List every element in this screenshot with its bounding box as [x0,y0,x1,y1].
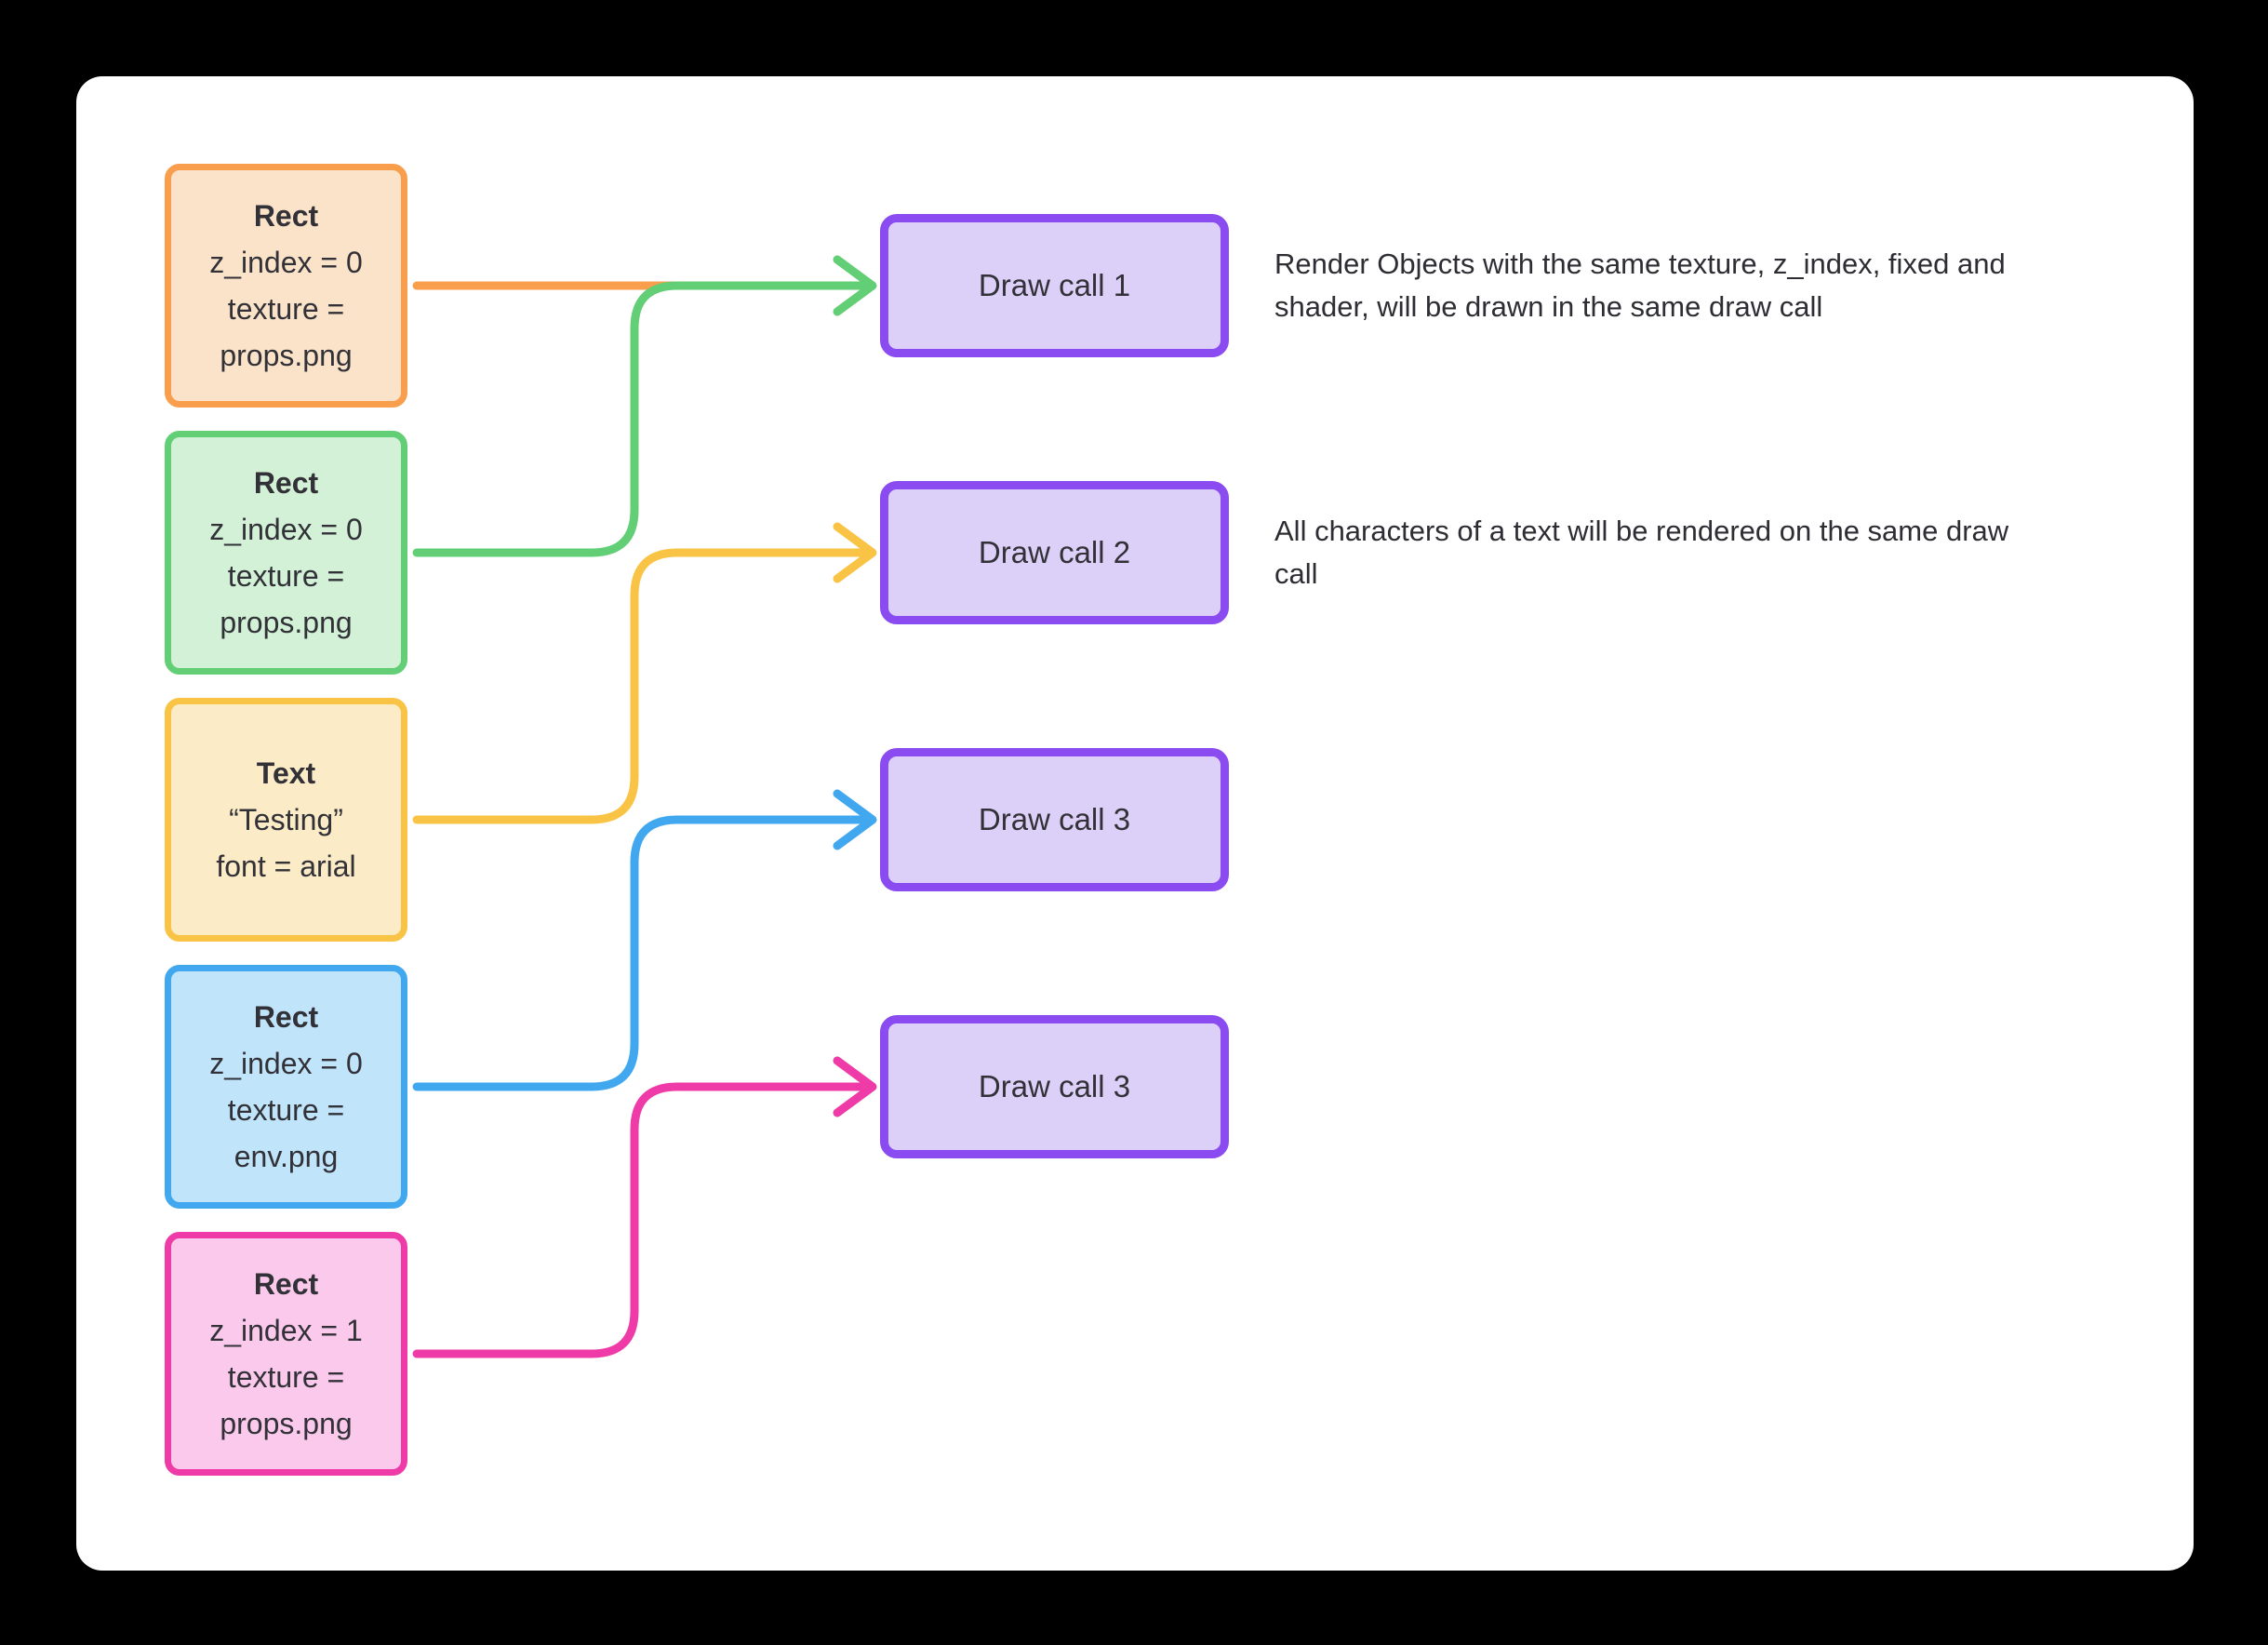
source-box-line: props.png [220,606,353,639]
source-box-line: z_index = 1 [209,1314,363,1347]
draw-call-box-1: Draw call 1 [880,214,1229,357]
source-box-title: Rect [253,466,319,500]
source-box-line: font = arial [216,849,356,883]
source-box-rect-pink: Rect z_index = 1 texture = props.png [165,1232,407,1476]
draw-call-box-2: Draw call 2 [880,481,1229,624]
draw-call-label: Draw call 3 [978,1069,1131,1103]
source-box-line: texture = [227,292,345,326]
source-box-line: env.png [233,1140,339,1173]
source-box-line: texture = [227,559,345,593]
annotation-draw-call-1: Render Objects with the same texture, z_… [1274,243,2223,328]
annotation-line: All characters of a text will be rendere… [1274,515,2009,547]
source-box-title: Rect [253,199,319,233]
draw-call-box-3: Draw call 3 [880,748,1229,891]
source-box-line: texture = [227,1093,345,1127]
draw-call-label: Draw call 3 [978,802,1131,836]
source-box-line: props.png [220,1407,353,1440]
source-box-text-yellow: Text “Testing” font = arial [165,698,407,942]
draw-call-label: Draw call 1 [978,268,1131,302]
source-box-line: texture = [227,1360,345,1394]
annotation-line: Render Objects with the same texture, z_… [1274,247,2006,280]
source-box-rect-green: Rect z_index = 0 texture = props.png [165,431,407,675]
source-box-line: “Testing” [229,803,343,836]
source-box-line: z_index = 0 [209,513,363,546]
source-box-title: Text [256,756,316,790]
annotation-line: call [1274,557,1318,590]
source-box-line: z_index = 0 [209,246,363,279]
annotation-draw-call-2: All characters of a text will be rendere… [1274,510,2223,595]
source-box-line: props.png [220,339,353,372]
draw-call-box-4: Draw call 3 [880,1015,1229,1158]
annotation-line: shader, will be drawn in the same draw c… [1274,290,1823,323]
source-box-rect-blue: Rect z_index = 0 texture = env.png [165,965,407,1209]
source-box-line: z_index = 0 [209,1047,363,1080]
source-box-rect-orange: Rect z_index = 0 texture = props.png [165,164,407,408]
draw-call-label: Draw call 2 [978,535,1131,569]
source-box-title: Rect [253,1000,319,1034]
source-box-title: Rect [253,1267,319,1301]
